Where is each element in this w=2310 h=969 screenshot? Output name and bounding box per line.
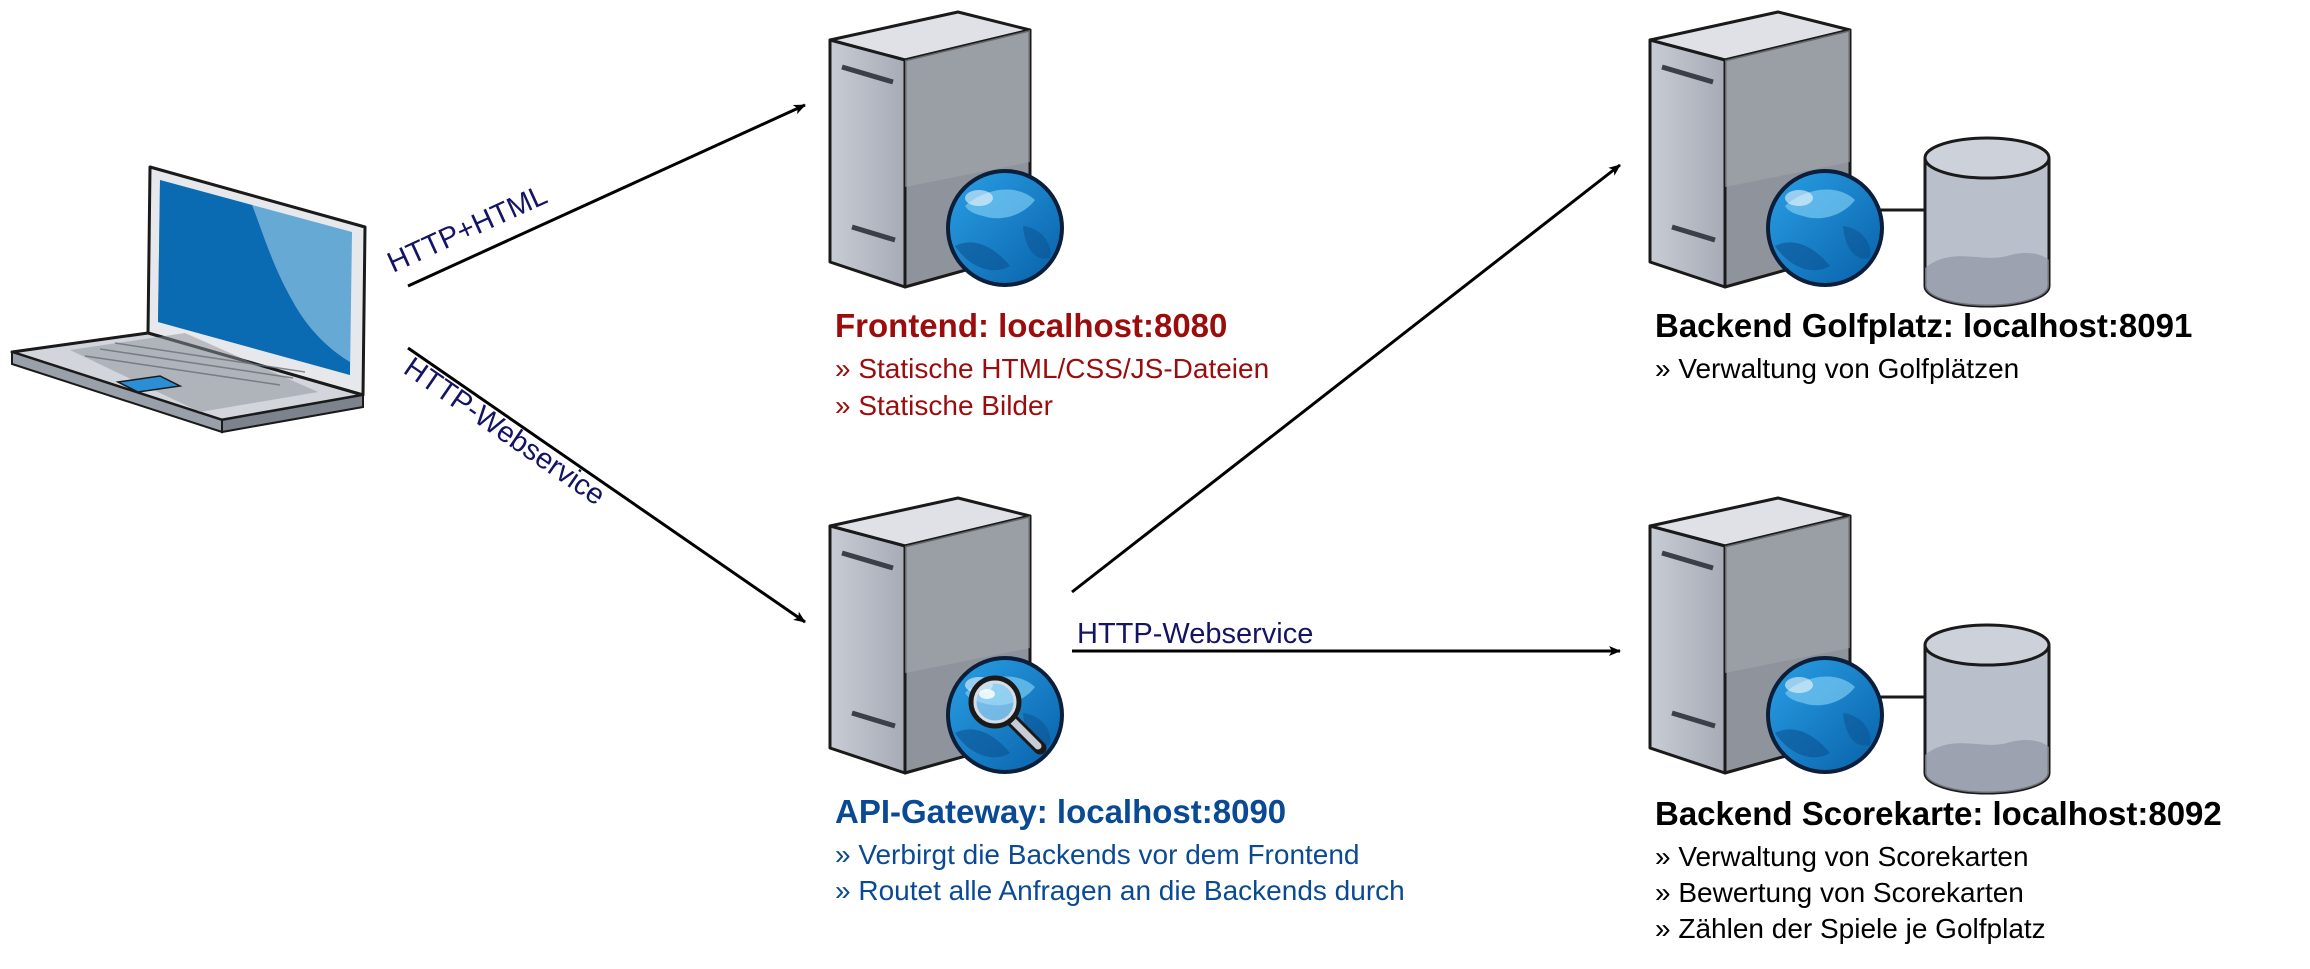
edge-gateway-to-backend-golf [1071, 163, 1621, 594]
laptop-icon [10, 165, 367, 434]
frontend-item: » Statische HTML/CSS/JS-Dateien [835, 353, 1269, 384]
gateway-server-icon [830, 498, 1064, 773]
magnifier-icon [968, 675, 1047, 755]
gateway-item: » Verbirgt die Backends vor dem Frontend [835, 839, 1360, 870]
backend-score-item: » Zählen der Spiele je Golfplatz [1655, 913, 2046, 944]
edge-client-to-gateway: HTTP-Webservice [398, 346, 806, 624]
frontend-item: » Statische Bilder [835, 390, 1053, 421]
gateway-item: » Routet alle Anfragen an die Backends d… [835, 875, 1405, 906]
backend-golf-title: Backend Golfplatz: localhost:8091 [1655, 307, 2192, 344]
backend-score-title: Backend Scorekarte: localhost:8092 [1655, 795, 2222, 832]
gateway-title: API-Gateway: localhost:8090 [835, 793, 1286, 830]
backend-score-item: » Bewertung von Scorekarten [1655, 877, 2024, 908]
database-server-icon [1650, 498, 2051, 795]
frontend-title: Frontend: localhost:8080 [835, 307, 1227, 344]
database-server-icon [1650, 12, 2051, 308]
edge-label-http-webservice-client: HTTP-Webservice [398, 351, 611, 512]
edge-gateway-to-backend-score: HTTP-Webservice [1072, 618, 1621, 656]
web-server-icon [830, 12, 1064, 287]
edge-client-to-frontend: HTTP+HTML [383, 103, 806, 288]
backend-score-item: » Verwaltung von Scorekarten [1655, 841, 2029, 872]
edge-label-http-webservice-backends: HTTP-Webservice [1077, 618, 1313, 650]
backend-golf-item: » Verwaltung von Golfplätzen [1655, 353, 2019, 384]
edge-label-http-html: HTTP+HTML [383, 179, 552, 279]
